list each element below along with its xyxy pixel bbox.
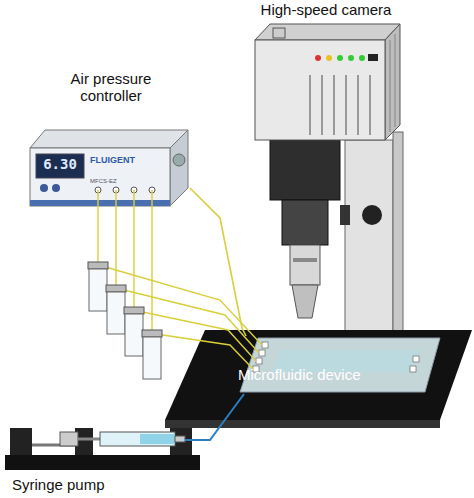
objective-lens-part xyxy=(270,140,340,200)
camera-stand-part xyxy=(340,205,350,225)
display-value: 6.30 xyxy=(36,156,84,172)
syringe-pump-body-part xyxy=(175,436,185,442)
microfluidic-chip-part xyxy=(256,358,262,364)
camera-body-part xyxy=(255,40,385,140)
pressure-controller-part xyxy=(30,148,170,206)
reservoir-vials-part xyxy=(106,285,126,292)
camera-body-part xyxy=(321,75,323,135)
pressure-controller-part xyxy=(173,154,185,166)
microfluidic-chip-part xyxy=(413,356,419,362)
camera-body-part xyxy=(348,55,354,61)
pressure-controller-part xyxy=(40,184,48,192)
camera-stand-part xyxy=(362,205,382,225)
stage xyxy=(165,330,472,428)
microfluidic-chip-part xyxy=(262,342,268,348)
brand-logo: FLUIGENT xyxy=(90,155,160,165)
component-label: Air pressure controller xyxy=(56,70,166,105)
camera-body-part xyxy=(385,24,400,140)
camera-body-part xyxy=(255,24,400,40)
camera-body-part xyxy=(359,55,365,61)
objective-lens-part xyxy=(293,258,317,262)
camera-body-part xyxy=(326,55,332,61)
pressure-tubing-part xyxy=(156,334,253,369)
device-node: Microfluidic device xyxy=(236,336,442,394)
reservoir-vials-part xyxy=(143,337,161,379)
syringe-node: Syringe pump xyxy=(0,412,205,498)
component-label: High-speed camera xyxy=(250,1,402,18)
camera-stand-part xyxy=(393,132,403,332)
objective-lens-part xyxy=(290,245,320,285)
camera-body-part xyxy=(389,40,391,132)
microfluidic-chip xyxy=(240,338,440,392)
camera-body-part xyxy=(357,75,359,135)
stage-part xyxy=(165,330,472,420)
reservoir-vials-part xyxy=(107,292,125,334)
reservoir-vials-part xyxy=(88,262,108,269)
camera-body-part xyxy=(394,34,396,127)
pressure-controller-part xyxy=(36,154,84,178)
syringe-pump-body xyxy=(5,428,200,470)
reservoir-vials-part xyxy=(125,314,143,356)
camera-body-part xyxy=(333,75,335,135)
camera-body-part xyxy=(368,54,378,61)
pressure-controller-part xyxy=(30,200,170,206)
camera-body-part xyxy=(369,75,371,135)
camera-body-part xyxy=(309,75,311,135)
camera-node: High-speed camera xyxy=(250,0,402,142)
camera-stand xyxy=(340,132,403,335)
syringe-pump-body-part xyxy=(140,434,175,444)
objective-lens-part xyxy=(292,285,318,318)
camera-stand-part xyxy=(345,140,393,335)
camera-body-part xyxy=(337,55,343,61)
pressure-tubing-part xyxy=(151,190,152,330)
camera-body-part xyxy=(345,75,347,135)
reservoir-vials-part xyxy=(142,330,162,337)
camera-body-part xyxy=(315,55,321,61)
syringe-pump-body-part xyxy=(5,455,200,470)
reservoir-vials xyxy=(88,262,162,379)
tube-connector xyxy=(190,188,246,336)
objective-lens xyxy=(270,140,340,318)
pressure-controller-part xyxy=(52,184,60,192)
objective-lens-part xyxy=(282,200,328,245)
syringe-pump-body-part xyxy=(100,432,175,446)
stage-part xyxy=(165,420,440,428)
controller-node: Air pressure controller 6.30 FLUIGENT MFCS-… xyxy=(28,66,190,208)
component-label: Microfluidic device xyxy=(238,366,438,383)
reservoir-vials-part xyxy=(89,269,107,311)
microfluidic-chip-part xyxy=(259,350,265,356)
syringe-pump-body-part xyxy=(60,432,78,446)
microfluidic-chip-part xyxy=(410,366,416,372)
pressure-controller-part xyxy=(170,130,188,206)
pressure-controller xyxy=(30,130,188,206)
model-name: MFCS-EZ xyxy=(90,178,150,185)
pressure-tubing-part xyxy=(97,190,98,262)
pressure-tubing xyxy=(98,190,262,369)
pressure-controller-part xyxy=(30,130,188,148)
camera-body xyxy=(255,24,400,140)
pressure-tubing-part xyxy=(133,190,134,307)
reservoir-vials-part xyxy=(124,307,144,314)
camera-body-part xyxy=(273,28,285,38)
syringe-pump-body-part xyxy=(78,438,100,441)
microfluidic-chip-part xyxy=(240,338,440,392)
syringe-pump-body-part xyxy=(10,428,32,455)
component-label: Syringe pump xyxy=(12,476,192,493)
tube-connector xyxy=(185,394,244,440)
